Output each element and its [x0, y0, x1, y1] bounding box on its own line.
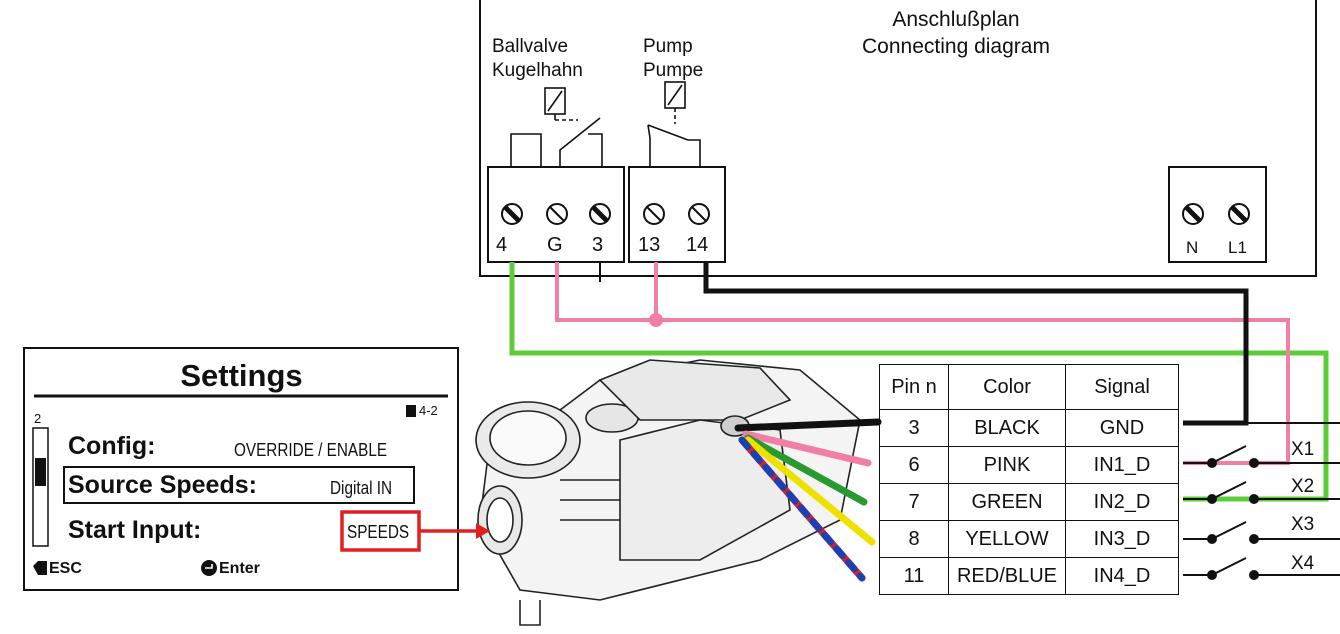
diagram-title-de: Anschlußplan [892, 8, 1020, 31]
lcd-page-indicator: 4-2 [419, 403, 438, 418]
pump-illustration [475, 359, 861, 626]
terminal-label-3: 3 [592, 234, 604, 256]
esc-icon [33, 561, 47, 575]
table-cell-signal: IN1_D [1065, 446, 1179, 484]
terminal-label-n: N [1186, 238, 1199, 257]
table-header-signal: Signal [1065, 364, 1179, 410]
table-cell-signal: GND [1065, 409, 1179, 447]
ballvalve-label-de: Kugelhahn [492, 60, 583, 81]
table-header-pin: Pin n [879, 364, 949, 410]
lcd-row-config-label: Config: [68, 432, 156, 460]
lcd-scrollbar-track [32, 427, 49, 547]
table-row: 6 PINK IN1_D [879, 446, 1179, 484]
pin-color-signal-table: Pin n Color Signal 3 BLACK GND 6 PINK IN… [879, 364, 1179, 595]
ballvalve-label-en: Ballvalve [492, 36, 569, 57]
table-cell-pin: 7 [879, 483, 949, 521]
table-row: 3 BLACK GND [879, 409, 1179, 447]
table-header-color: Color [948, 364, 1066, 410]
table-cell-color: BLACK [948, 409, 1066, 447]
cable-fanout [734, 418, 882, 582]
switch-label-x2: X2 [1291, 476, 1315, 497]
table-row: 8 YELLOW IN3_D [879, 520, 1179, 558]
lcd-row-source-speeds-label[interactable]: Source Speeds: [68, 471, 257, 499]
terminal-block-pump [628, 166, 726, 263]
table-cell-color: PINK [948, 446, 1066, 484]
table-cell-pin: 6 [879, 446, 949, 484]
ballvalve-relay-symbol [510, 87, 603, 167]
screw-terminals [501, 203, 1250, 225]
table-cell-color: RED/BLUE [948, 557, 1066, 595]
pump-label-en: Pump [643, 36, 693, 57]
lcd-row-start-input-value: SPEEDS [347, 522, 410, 542]
pump-relay-symbol [647, 81, 701, 167]
terminal-label-14: 14 [686, 234, 709, 256]
table-cell-pin: 11 [879, 557, 949, 595]
switch-lines [1183, 422, 1340, 580]
page-icon [406, 405, 416, 417]
table-cell-pin: 3 [879, 409, 949, 447]
lcd-scrollbar-thumb [35, 458, 46, 486]
table-cell-pin: 8 [879, 520, 949, 558]
pink-junction [649, 313, 663, 327]
lcd-row-source-speeds-value: Digital IN [330, 478, 393, 498]
lcd-enter-label[interactable]: Enter [219, 560, 260, 577]
table-cell-color: YELLOW [948, 520, 1066, 558]
switch-label-x4: X4 [1291, 553, 1315, 574]
lcd-selected-row-frame [63, 466, 415, 504]
control-box-outline [479, 0, 1317, 277]
table-cell-signal: IN3_D [1065, 520, 1179, 558]
lcd-title: Settings [180, 358, 303, 393]
terminal-label-4: 4 [496, 234, 508, 256]
lcd-row-start-input-label: Start Input: [68, 516, 202, 544]
table-cell-signal: IN2_D [1065, 483, 1179, 521]
table-row: 7 GREEN IN2_D [879, 483, 1179, 521]
diagram-title-en: Connecting diagram [862, 35, 1050, 58]
pump-label-de: Pumpe [643, 60, 704, 81]
switch-label-x3: X3 [1291, 514, 1315, 535]
terminal-label-g: G [547, 234, 563, 256]
switch-label-x1: X1 [1291, 439, 1315, 460]
lcd-scroll-number: 2 [34, 411, 42, 426]
terminal-label-l1: L1 [1228, 238, 1247, 257]
table-row: 11 RED/BLUE IN4_D [879, 557, 1179, 595]
table-cell-signal: IN4_D [1065, 557, 1179, 595]
terminal-label-13: 13 [638, 234, 661, 256]
table-cell-color: GREEN [948, 483, 1066, 521]
red-arrow-head [476, 523, 490, 539]
table-header-row: Pin n Color Signal [879, 364, 1179, 410]
lcd-esc-label[interactable]: ESC [49, 560, 82, 577]
terminal-block-power [1168, 166, 1267, 263]
lcd-row-config-value: OVERRIDE / ENABLE [234, 440, 388, 460]
